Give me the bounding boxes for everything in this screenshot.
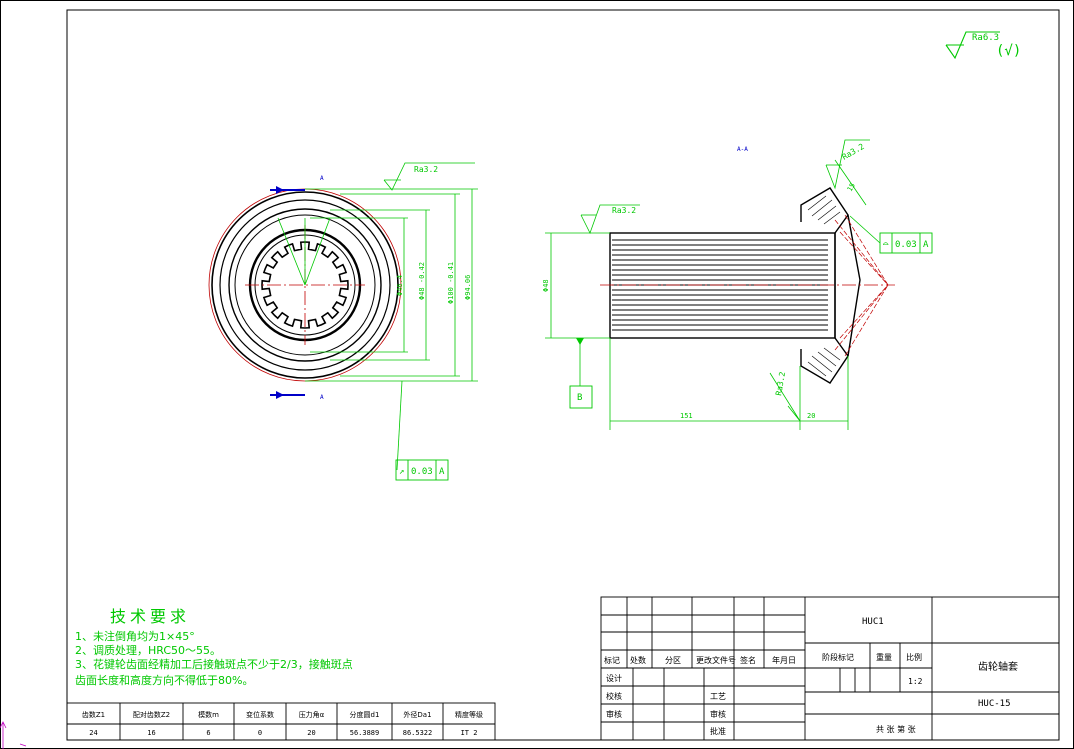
- tech-line-2: 2、调质处理，HRC50～55。: [75, 644, 221, 657]
- param-value: 20: [307, 729, 315, 737]
- role-1: 校核: [606, 691, 622, 701]
- scale-value: 1:2: [908, 677, 923, 686]
- sheet-label: 共 张 第 张: [876, 724, 916, 734]
- param-value: 86.5322: [403, 729, 433, 737]
- param-header: 齿数Z1: [82, 710, 105, 719]
- bottom-roughness: Ra3.2: [774, 371, 787, 396]
- rev-h-2: 分区: [665, 656, 681, 665]
- rev-h-4: 签名: [740, 655, 756, 665]
- svg-text:⌓: ⌓: [883, 240, 889, 250]
- angle-line-1: [277, 217, 306, 286]
- title-block-text: HUC1 齿轮轴套 HUC-15 1:2 标记 处数 分区 更改文件号 签名 年…: [604, 617, 1018, 736]
- gdt-frame-right: ⌓ 0.03 A: [879, 232, 933, 254]
- stage-h-2: 比例: [906, 652, 922, 662]
- tech-line-1: 1、未注倒角均为1×45°: [75, 629, 195, 643]
- param-header: 外径Da1: [403, 710, 431, 719]
- section-arrow-bottom: [276, 391, 284, 399]
- part-name: 齿轮轴套: [978, 660, 1018, 673]
- rev-h-1: 处数: [630, 655, 646, 665]
- param-header: 精度等级: [455, 710, 483, 719]
- param-header: 配对齿数Z2: [133, 710, 170, 719]
- role-0: 设计: [606, 673, 622, 683]
- param-value: 6: [206, 729, 210, 737]
- dim-left-mid: Φ100 -0.41: [447, 262, 455, 304]
- datum-label: B: [577, 393, 582, 403]
- section-view: A-A: [542, 139, 933, 430]
- svg-text:0.03: 0.03: [411, 467, 433, 477]
- tech-line-4: 齿面长度和高度方向不得低于80%。: [75, 673, 253, 687]
- tech-title: 技术要求: [110, 607, 190, 626]
- role2-2: 批准: [710, 726, 726, 736]
- angle-line-2: [304, 217, 331, 286]
- section-marker-bottom: A: [320, 394, 324, 401]
- global-roughness-value: Ra6.3: [972, 33, 999, 43]
- role2-0: 工艺: [710, 692, 726, 701]
- param-value: 0: [258, 729, 262, 737]
- rev-h-5: 年月日: [772, 655, 796, 665]
- dim-cone: 15: [846, 182, 857, 193]
- role-2: 审核: [606, 709, 622, 719]
- svg-text:↗: ↗: [399, 467, 404, 477]
- param-header: 变位系数: [246, 710, 274, 719]
- tech-requirements: 技术要求 1、未注倒角均为1×45° 2、调质处理，HRC50～55。 3、花键…: [75, 607, 353, 687]
- param-value: IT 2: [461, 729, 478, 737]
- dim-left-outer: Φ94.06: [464, 275, 472, 300]
- shaft-body: [609, 232, 836, 339]
- param-value: 16: [147, 729, 155, 737]
- tech-line-3: 3、花键轮齿面经精加工后接触斑点不少于2/3，接触斑点: [75, 657, 353, 671]
- section-arrow-top: [276, 186, 284, 194]
- param-header: 分度圆d1: [350, 710, 380, 719]
- global-roughness-other: (√): [996, 43, 1021, 59]
- dim-left-h7: Φ48 -0.42: [418, 262, 426, 300]
- circle-2: [219, 199, 391, 371]
- rev-h-0: 标记: [604, 655, 620, 665]
- dim-left-inner: Φ46.4: [396, 275, 404, 296]
- outer-circle: [211, 191, 399, 379]
- param-value: 24: [89, 729, 97, 737]
- datum-box: [569, 385, 593, 409]
- stage-h-0: 阶段标记: [822, 652, 854, 662]
- spline-ribs: [612, 239, 828, 331]
- drawing-frame: [66, 9, 1060, 741]
- svg-text:0.03: 0.03: [895, 240, 917, 250]
- dim-shaft-dia: Φ48: [542, 279, 550, 292]
- global-roughness-symbol: [945, 31, 1000, 60]
- title-block: [600, 596, 1060, 741]
- corner-arrow: [0, 721, 27, 749]
- section-marker-top: A: [320, 175, 324, 182]
- role2-1: 审核: [710, 709, 726, 719]
- company-name: HUC1: [862, 617, 884, 627]
- param-header: 压力角α: [299, 710, 325, 719]
- gdt-frame-left: ↗ 0.03 A: [395, 459, 449, 481]
- circle-4: [234, 214, 376, 356]
- svg-text:A: A: [439, 467, 445, 477]
- dim-length: 151: [680, 412, 693, 420]
- end-view-roughness: Ra3.2: [414, 165, 438, 174]
- param-header: 模数m: [198, 710, 219, 719]
- drawing-number: HUC-15: [978, 699, 1011, 709]
- shaft-roughness: Ra3.2: [612, 206, 636, 215]
- end-view: A A Ra3.2 Φ46.4 Φ48 -0.42 Φ100 -0.41 Φ94…: [208, 162, 478, 481]
- svg-text:A: A: [923, 240, 929, 250]
- dim-flange: 20: [807, 412, 815, 420]
- param-value: 56.3889: [350, 729, 380, 737]
- circle-3: [228, 208, 382, 362]
- stage-h-1: 重量: [876, 652, 892, 662]
- rev-h-3: 更改文件号: [696, 655, 736, 665]
- section-label: A-A: [737, 146, 748, 153]
- gear-parameter-table: [66, 702, 496, 741]
- datum-triangle: [576, 338, 584, 345]
